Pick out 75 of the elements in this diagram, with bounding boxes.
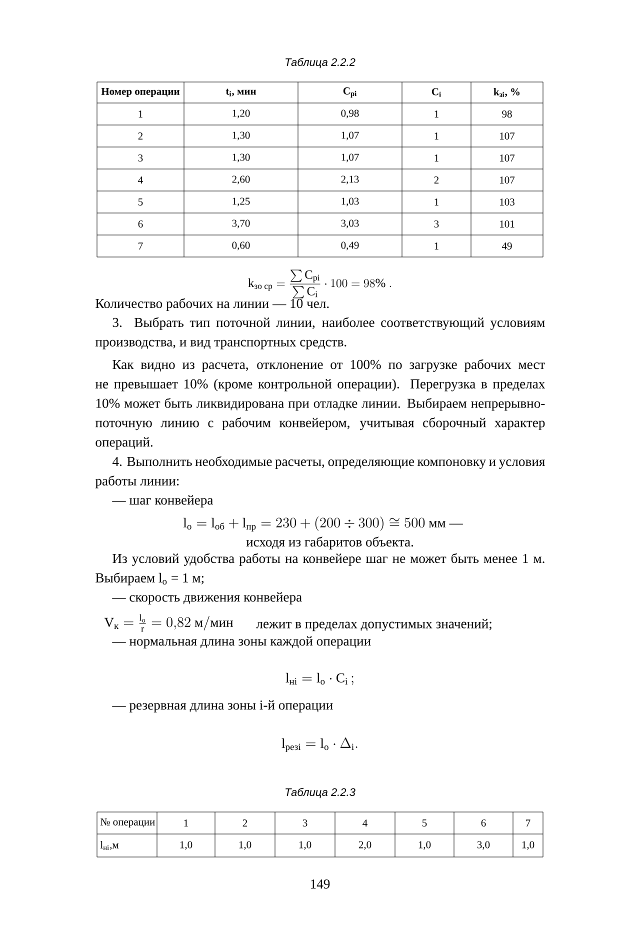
paragraph: исходя из габаритов объекта.: [246, 536, 414, 550]
table-cell: 2,0: [358, 841, 372, 850]
table-cell: 0,98: [341, 110, 359, 118]
table-cell: 2: [434, 176, 439, 184]
table-cell: 107: [500, 154, 515, 162]
paragraph: Как видно из расчета, отклонение от 100% по загрузке рабочих мест не превышает 10% (кроме контрольной операции). Перегрузка в пределах 10% может быть ликвидирована при отладке линии. Выбираем непрерывно-поточную линию с рабочим конвейером, учитывая сборочный характер операций.: [95, 359, 546, 450]
formula: $\mathrm{k}_{\text{зо ср}}=\frac{\sum \mathrm{C}_{\mathrm{pi}}}{\sum \mathrm{C}_{\mathrm{i}}}\cdot 100=98\%\ .$: [248, 270, 392, 298]
table-cell: 1,0: [418, 841, 431, 850]
table-cell: 5: [422, 820, 427, 826]
table-cell: 4: [138, 176, 143, 184]
table-cell: 49: [502, 242, 512, 250]
list-item: — резервная длина зоны i-й операции: [112, 700, 333, 712]
table-cell: 4: [362, 820, 368, 826]
formula: $\mathrm{l}_{\text{о}}=\mathrm{l}_{\text{об}}+\mathrm{l}_{\text{пр}}=230+(200\div 300)\cong 500\text{ мм —}$: [183, 516, 463, 532]
table-cell: 3,03: [341, 220, 359, 228]
table-cell: 107: [500, 176, 515, 184]
table-cell: l$_{нi}$,м: [100, 841, 119, 850]
table-header-cell: k$_{зi}$, %: [494, 88, 520, 97]
paragraph: Из условий удобства работы на конвейере шаг не может быть менее 1 м. Выбираем l$_{о}$ = 1 м;: [96, 553, 544, 586]
table-cell: 1,20: [232, 110, 250, 118]
table-cell: 1,0: [239, 841, 252, 850]
table-cell: 98: [502, 110, 512, 118]
table-cell: 5: [138, 198, 143, 206]
table-cell: 1: [434, 242, 438, 250]
table-header-cell: C$_{pi}$: [343, 87, 356, 98]
table-cell: 3: [302, 819, 308, 827]
paragraph: 3. Выбрать тип поточной линии, наиболее соответствующий условиям производства, и вид транспортных средств.: [95, 317, 545, 350]
paragraph: Количество рабочих на линии — 10 чел.: [96, 298, 329, 311]
table-cell: 2,13: [341, 176, 359, 184]
table-cell: 1,30: [232, 132, 250, 140]
formula: $\mathrm{l}_{\text{резi}}=\mathrm{l}_{\text{о}}\cdot \Delta_{\mathrm{i}}.$: [282, 738, 358, 752]
table-cell: 103: [500, 198, 514, 206]
table-cell: 1: [434, 198, 438, 206]
table-cell: 1: [434, 110, 438, 118]
table-cell: 1: [434, 132, 438, 140]
table-cell: 7: [526, 820, 530, 826]
table-caption: Таблица 2.2.3: [286, 788, 356, 798]
table-cell: 1,07: [342, 132, 359, 140]
table-cell: 1,0: [299, 841, 312, 850]
table-cell: 0,60: [232, 242, 250, 250]
table-cell: № операции: [100, 818, 155, 828]
table-cell: 1,03: [342, 198, 359, 206]
table-cell: 6: [138, 220, 143, 228]
table-cell: 107: [500, 132, 515, 140]
formula: $\mathrm{l}_{\text{нi}}=\mathrm{l}_{\text{о}}\cdot \mathrm{C}_{\mathrm{i}}\,;$: [286, 672, 354, 686]
table-caption: Таблица 2.2.2: [286, 58, 356, 68]
table-cell: 3: [138, 154, 143, 162]
table-cell: 101: [500, 220, 514, 228]
table-cell: 3,70: [232, 220, 250, 228]
table-header-cell: C$_{i}$: [432, 88, 441, 97]
paragraph: 4. Выполнить необходимые расчеты, определяющие компоновку и условия работы линии:: [95, 456, 545, 488]
table-cell: 1,30: [232, 154, 250, 162]
table-cell: 1,07: [342, 154, 359, 162]
page-number: 149: [311, 879, 330, 889]
table-cell: 1: [138, 110, 142, 118]
table-cell: 2,60: [232, 176, 250, 184]
list-item: — скорость движения конвейера: [112, 592, 302, 604]
table-header-cell: Номер операции: [101, 88, 180, 98]
table-cell: 1,0: [522, 841, 534, 850]
table-cell: 1: [434, 154, 438, 162]
table-cell: 1: [184, 820, 188, 826]
table-cell: 6: [481, 819, 486, 827]
table-cell: 0,49: [341, 242, 359, 250]
paragraph: лежит в пределах допустимых значений;: [256, 618, 492, 632]
table-cell: 7: [138, 242, 143, 250]
list-item: — шаг конвейера: [112, 495, 214, 508]
table-cell: 3,0: [477, 841, 490, 850]
table-cell: 1,0: [180, 841, 192, 850]
list-item: — нормальная длина зоны каждой операции: [112, 636, 371, 648]
table-header-cell: t$_{i}$, мин: [226, 88, 256, 96]
formula: $\mathrm{V}_{\text{к}}=\frac{\mathrm{l}_{\text{о}}}{\mathrm{r}}=0{,}82\text{ м}/\text{мин}$: [104, 614, 233, 632]
table-cell: 2: [242, 820, 248, 826]
table-cell: 3: [434, 220, 439, 228]
table-cell: 2: [138, 132, 143, 140]
table-cell: 1,25: [232, 198, 250, 206]
